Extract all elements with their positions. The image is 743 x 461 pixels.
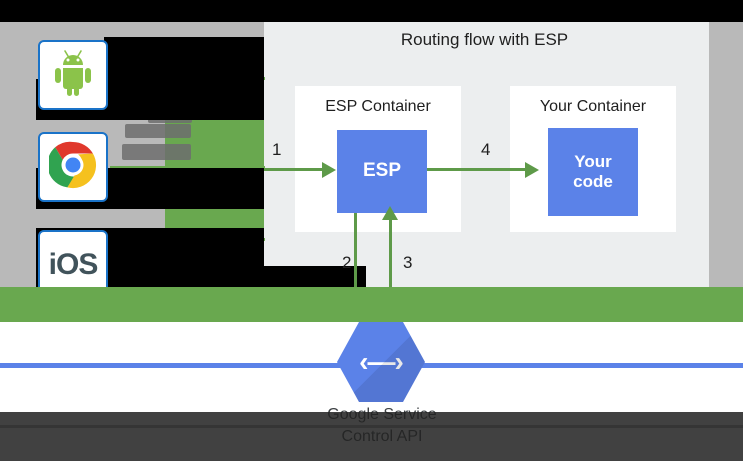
right-gutter <box>709 22 743 287</box>
arrow-3-line <box>389 220 392 338</box>
esp-container-label: ESP Container <box>325 98 431 115</box>
arrow-1-head-icon <box>322 162 336 178</box>
esp-node-label: ESP <box>362 160 402 182</box>
bottom-overlay-seam <box>0 425 743 428</box>
arrow-label-3: 3 <box>403 253 413 272</box>
arrow-2-line <box>354 213 357 338</box>
obscured-text <box>148 117 192 123</box>
arrow-label-4: 4 <box>481 140 491 159</box>
arrow-4-head-icon <box>525 162 539 178</box>
your-code-line-2: code <box>573 172 613 191</box>
client-card-android <box>38 40 108 110</box>
your-code-node: Your code <box>548 128 638 216</box>
green-flow-band <box>0 287 743 322</box>
esp-node: ESP <box>337 130 427 213</box>
arrow-1-line <box>264 168 326 171</box>
arrow-4-line <box>427 168 527 171</box>
diagram-title: Routing flow with ESP <box>400 30 569 49</box>
client-connector-chrome <box>110 166 265 169</box>
chrome-icon <box>47 141 97 194</box>
your-container-label: Your Container <box>539 98 647 115</box>
client-card-chrome <box>38 132 108 202</box>
unloaded-block <box>104 37 264 79</box>
ios-icon: iOS <box>48 248 99 281</box>
obscured-text <box>125 124 191 138</box>
android-icon <box>51 49 95 101</box>
top-black-band <box>0 0 743 22</box>
obscured-text <box>122 144 191 160</box>
arrow-label-1: 1 <box>272 140 282 159</box>
skeleton-strip <box>0 209 164 228</box>
code-brackets-glyph: ‹—› <box>359 346 404 377</box>
bottom-dark-overlay <box>0 412 743 461</box>
skeleton-strip <box>0 22 264 37</box>
arrow-label-2: 2 <box>342 253 352 272</box>
your-code-node-label: Your code <box>573 152 613 192</box>
your-code-line-1: Your <box>574 151 612 171</box>
arrow-3-head-icon <box>382 206 398 220</box>
